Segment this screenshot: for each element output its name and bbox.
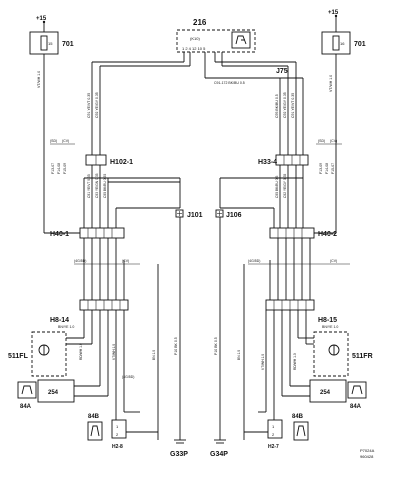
pin-label-left-2: F14-08 [57,163,61,174]
tag-cv-left-lower: (CV) [122,259,129,263]
wire-c92-right-lower: C92 YE/GY 0.35 [283,174,287,198]
seat-module-connector: (K10) [190,36,200,41]
connector-h2-7-box [267,419,283,439]
wire-c91-right: C91 YE/VT 0.35 [291,93,295,118]
motor-511fl: 511FL [8,353,29,360]
connector-h2-8-box [111,419,127,439]
tag-cv-right: (CV) [330,139,337,143]
heater-right-pin: 254 [320,390,331,396]
wire-p10-left: P10 BK 0.5 [174,337,178,355]
heater-right-box [309,379,347,403]
wire-bn-ye-right: BN/YE 1.0 [322,325,338,329]
motor-511fl-box [31,331,67,377]
seat-module-id: 216 [193,18,207,27]
pin-label-right-2: F14-08 [325,163,329,174]
tag-cv-left: (CV) [62,139,69,143]
junction-j106: J106 [226,212,242,219]
wire-c95-left: C95 BK/BU 0.35 [103,174,107,198]
connector-h102: H102-1 [110,159,133,166]
wire-c92-left: C92 YE/GY 0.35 [95,92,99,118]
wire-c95-right: C95 BK/BU 0.5 [275,94,279,118]
wire-j75-label: C91-172 BK/BU 0.5 [214,81,245,85]
pin-label-left-3: F15-09 [63,163,67,174]
tag-sd-right: (SD) [318,139,325,143]
junction-j75: J75 [276,68,288,75]
ground-g33p: G33P [170,451,188,458]
tag-4g5d-left-lower: (4G/5D) [122,375,134,379]
svg-text:2: 2 [272,432,275,437]
wire-vt-wh-right-upper: VT/WH 1.0 [329,75,333,92]
wire-bn-right: BN 1.0 [237,350,241,360]
wire-vt-wh-right-lower: VT/WH 1.0 [261,354,265,370]
connector-h40-1: H40-1 [50,231,69,238]
seat-module-pins: 1 2 4 12 10 5 [182,46,206,51]
wire-c91-left-lower: C91 YE/VT 0.35 [87,174,91,198]
heater-left-icon [21,385,33,395]
fuse-right-supply: +15 [328,10,339,16]
connector-h8-14: H8-14 [50,317,69,324]
wire-bn-left: BN 1.0 [152,350,156,360]
wire-bn-ye-left: BN/YE 1.0 [58,325,74,329]
fuse-left-id: 701 [62,41,74,48]
doc-date: 960428 [360,454,374,459]
module-84b-left: 84B [88,414,100,420]
connector-h8-15: H8-15 [318,317,337,324]
seat-heater-icon [235,35,247,45]
junction-j101: J101 [187,212,203,219]
wire-vt-wh-left-lower: VT/WH 1.0 [112,344,116,360]
heater-right: 84A [350,404,362,410]
heater-left-pin: 254 [48,390,59,396]
pin-label-left-1: F13-07 [51,163,55,174]
connector-h33: H33-4 [258,159,277,166]
tag-cv-right-lower: (CV) [330,259,337,263]
heater-left: 84A [20,404,32,410]
module-84b-right: 84B [292,414,304,420]
fuse-left-supply: +15 [36,16,47,22]
fuse-right-number: 16 [340,41,345,46]
fuse-right-id: 701 [354,41,366,48]
wire-c95-right-lower: C95 BK/BU 0.5 [275,175,279,198]
svg-text:2: 2 [116,432,119,437]
motor-511fr: 511FR [352,353,373,360]
doc-code: P7024A [360,448,375,453]
connector-h40-1-box [79,227,125,239]
tag-4g5d-left: (4G/5D) [74,259,86,263]
wire-c91-left: C91 YE/VT 0.35 [87,93,91,118]
connector-h2-7: H2-7 [268,444,279,450]
svg-text:1: 1 [116,424,119,429]
tag-4g5d-right: (4G/5D) [248,259,260,263]
svg-text:1: 1 [272,424,275,429]
connector-h40-2-box [269,227,315,239]
ground-g34p: G34P [210,451,228,458]
wire-c92-right: C92 YE/GY 0.35 [283,92,287,118]
connector-h2-8: H2-8 [112,444,123,450]
tag-sd-left: (SD) [50,139,57,143]
heater-left-box [37,379,75,403]
motor-511fr-box [313,331,349,377]
fuse-left-number: 15 [48,41,53,46]
wire-vt-wh-left-upper: VT/WH 1.0 [37,71,41,88]
heater-right-icon [351,385,363,395]
wire-p10-right: P10 BK 0.5 [214,337,218,355]
pin-label-right-3: F15-07 [331,163,335,174]
wire-rd-wh-right: RD/WH 1.0 [293,353,297,370]
pin-label-right-1: F13-09 [319,163,323,174]
wire-rd-wh-left: RD/WH 1.0 [79,343,83,360]
wire-c93-left: C93 YE/GN 0.35 [95,173,99,198]
connector-h40-2: H40-2 [318,231,337,238]
